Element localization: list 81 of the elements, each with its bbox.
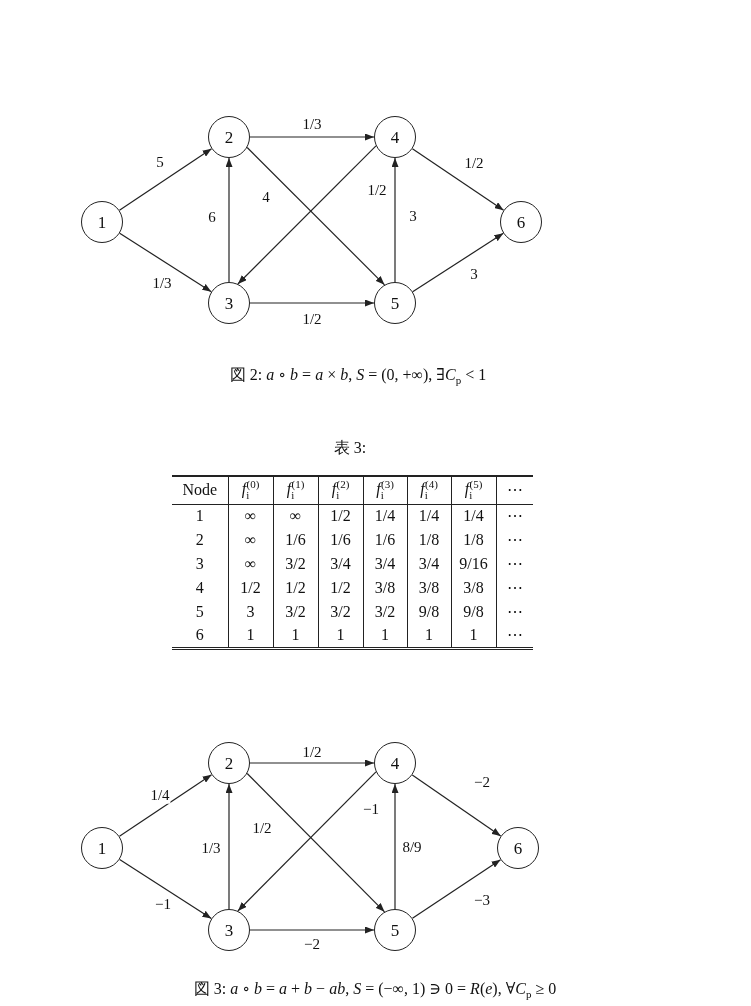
figure-caption: 図 2: a ∘ b = a × b, S = (0, +∞), ∃C$_{p}$ < 1 bbox=[229, 364, 487, 388]
table-cell: 1/4 bbox=[407, 504, 451, 528]
table-cell: 3/2 bbox=[363, 600, 407, 624]
table-cell: 1 bbox=[318, 624, 363, 648]
header-cell: Node bbox=[172, 476, 228, 504]
table-cell: 1/6 bbox=[318, 528, 363, 552]
graph-node: 1 bbox=[81, 201, 123, 243]
table-cell: 1/8 bbox=[451, 528, 496, 552]
table-cell: 3/4 bbox=[407, 552, 451, 576]
table-cell: 1/6 bbox=[273, 528, 318, 552]
header-cell: ⋯ bbox=[496, 476, 533, 504]
graph-node: 6 bbox=[500, 201, 542, 243]
table-cell: 1 bbox=[273, 624, 318, 648]
graph-node: 2 bbox=[208, 742, 250, 784]
graph-node: 3 bbox=[208, 282, 250, 324]
right-arrow bbox=[249, 133, 375, 141]
table-cell: 3 bbox=[228, 600, 273, 624]
table-cell: 1/2 bbox=[318, 576, 363, 600]
table-cell: 3/2 bbox=[273, 600, 318, 624]
graph-node: 4 bbox=[374, 742, 416, 784]
right-arrow bbox=[249, 759, 375, 767]
table-cell: 6 bbox=[172, 624, 228, 648]
table-cell: 9/16 bbox=[451, 552, 496, 576]
table-cell: 1/6 bbox=[363, 528, 407, 552]
table-cell: 1/2 bbox=[273, 576, 318, 600]
table-cell: 5 bbox=[172, 600, 228, 624]
table-cell: ∞ bbox=[228, 528, 273, 552]
right-arrow bbox=[249, 926, 375, 934]
table-cell: ⋯ bbox=[496, 552, 533, 576]
table-cell: 3/4 bbox=[318, 552, 363, 576]
table-cell: 1 bbox=[172, 504, 228, 528]
graph-node: 4 bbox=[374, 116, 416, 158]
down-right-arrow bbox=[119, 232, 212, 293]
table-cell: 1 bbox=[451, 624, 496, 648]
up-arrow bbox=[391, 783, 399, 910]
up-arrow bbox=[225, 783, 233, 910]
table-cell: ∞ bbox=[228, 504, 273, 528]
table-cell: 1/4 bbox=[451, 504, 496, 528]
table-cell: 3/8 bbox=[407, 576, 451, 600]
graph-node: 6 bbox=[497, 827, 539, 869]
up-arrow bbox=[225, 157, 233, 283]
table-cell: ∞ bbox=[273, 504, 318, 528]
graph-node: 1 bbox=[81, 827, 123, 869]
table-cell: 3/4 bbox=[363, 552, 407, 576]
table-cell: 3/8 bbox=[451, 576, 496, 600]
table-cell: 9/8 bbox=[451, 600, 496, 624]
table-cell: 1 bbox=[363, 624, 407, 648]
up-right-arrow bbox=[118, 774, 213, 837]
table-cell: 3/2 bbox=[318, 600, 363, 624]
graph-node: 2 bbox=[208, 116, 250, 158]
table-cell: 3 bbox=[172, 552, 228, 576]
table-cell: ⋯ bbox=[496, 528, 533, 552]
table-cell: 1/2 bbox=[228, 576, 273, 600]
graph-node: 5 bbox=[374, 909, 416, 951]
table-cell: 1 bbox=[407, 624, 451, 648]
up-arrow bbox=[391, 157, 399, 283]
up-right-arrow bbox=[118, 148, 213, 211]
up-right-arrow bbox=[412, 232, 504, 293]
table-cell: 3/2 bbox=[273, 552, 318, 576]
table-cell: 3/8 bbox=[363, 576, 407, 600]
table-cell: ⋯ bbox=[496, 600, 533, 624]
table-cell: 1 bbox=[228, 624, 273, 648]
table-cell: 2 bbox=[172, 528, 228, 552]
down-right-arrow bbox=[411, 148, 505, 211]
graph-node: 5 bbox=[374, 282, 416, 324]
down-right-arrow bbox=[411, 774, 502, 837]
table-cell: 1/8 bbox=[407, 528, 451, 552]
table-cell: ⋯ bbox=[496, 576, 533, 600]
table-cell: ⋯ bbox=[496, 624, 533, 648]
figure-caption: 図 3: a ∘ b = a + b − ab, S = (−∞, 1) ∋ 0 = R(e), ∀C$_{p}$ ≥ 0 bbox=[193, 978, 557, 1002]
right-arrow bbox=[249, 299, 375, 307]
table-cell: ⋯ bbox=[496, 504, 533, 528]
table-cell: 4 bbox=[172, 576, 228, 600]
table-cell: 9/8 bbox=[407, 600, 451, 624]
down-right-arrow bbox=[119, 858, 212, 920]
table-cell: 1/2 bbox=[318, 504, 363, 528]
table-cell: ∞ bbox=[228, 552, 273, 576]
table-caption: 表 3: bbox=[333, 438, 367, 458]
graph-node: 3 bbox=[208, 909, 250, 951]
table-cell: 1/4 bbox=[363, 504, 407, 528]
up-right-arrow bbox=[411, 859, 502, 919]
